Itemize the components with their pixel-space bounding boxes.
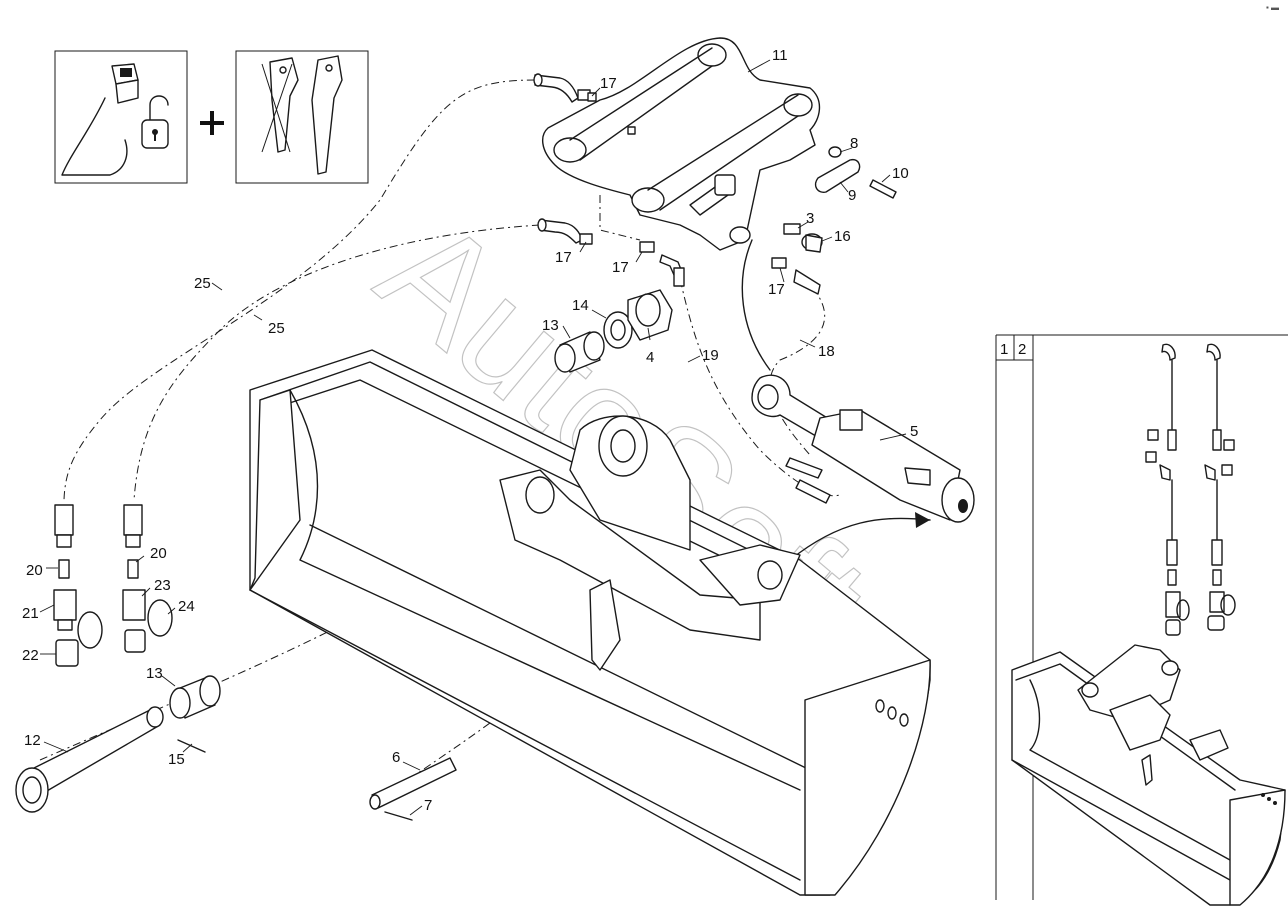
quick-coupler <box>542 37 821 251</box>
label-14: 14 <box>572 297 589 314</box>
hose-assembly-1 <box>1145 343 1190 636</box>
label-21: 21 <box>22 605 39 622</box>
label-3: 3 <box>806 210 814 227</box>
bucket-icon <box>61 97 128 176</box>
pin-12 <box>15 706 164 813</box>
label-12: 12 <box>24 732 41 749</box>
label-17: 17 <box>555 249 572 266</box>
label-8: 8 <box>850 135 858 152</box>
bushing-nut-group <box>554 289 673 373</box>
label-7: 7 <box>424 797 432 814</box>
leader-lines <box>39 59 907 816</box>
label-6: 6 <box>392 749 400 766</box>
pin-6 <box>369 757 457 810</box>
boom-arm-icon <box>261 55 343 175</box>
label-13: 13 <box>542 317 559 334</box>
panel-tab-2[interactable]: 2 <box>1018 341 1026 358</box>
label-25: 25 <box>268 320 285 337</box>
hose-18 <box>741 239 771 371</box>
label-16: 16 <box>834 228 851 245</box>
direction-arrow <box>789 517 931 561</box>
panel-tab-1[interactable]: 1 <box>1000 341 1008 358</box>
label-19: 19 <box>702 347 719 364</box>
hose-assembly-2 <box>1204 343 1236 631</box>
label-18: 18 <box>818 343 835 360</box>
svg-text:▪ ▬: ▪ ▬ <box>1266 3 1279 12</box>
label-22: 22 <box>22 647 39 664</box>
tilt-bucket <box>249 349 931 896</box>
variant-panel: 1 2 <box>995 334 1288 906</box>
label-13: 13 <box>146 665 163 682</box>
cotter-pin-15 <box>177 739 206 753</box>
label-9: 9 <box>848 187 856 204</box>
plus-icon <box>200 111 224 135</box>
label-15: 15 <box>168 751 185 768</box>
bucket-overview <box>1011 644 1286 906</box>
coupling-set-right <box>122 504 173 653</box>
label-17: 17 <box>600 75 617 92</box>
hydraulic-fittings <box>533 73 897 295</box>
switch-icon <box>111 63 139 104</box>
label-5: 5 <box>910 423 918 440</box>
label-17: 17 <box>612 259 629 276</box>
cotter-pin-7 <box>384 811 413 821</box>
label-24: 24 <box>178 598 195 615</box>
part-labels: 11 17 8 10 9 3 16 17 17 17 25 25 14 13 4… <box>22 47 918 814</box>
label-23: 23 <box>154 577 171 594</box>
label-10: 10 <box>892 165 909 182</box>
coupling-set-left <box>53 504 103 667</box>
label-20: 20 <box>26 562 43 579</box>
label-4: 4 <box>646 349 654 366</box>
label-17: 17 <box>768 281 785 298</box>
arrowhead <box>915 512 930 528</box>
requirement-box-boom <box>235 50 369 184</box>
requirement-box-switch <box>54 50 188 184</box>
open-padlock-icon <box>141 95 169 149</box>
bushing-13-lower <box>169 675 221 719</box>
label-25: 25 <box>194 275 211 292</box>
label-11: 11 <box>772 47 788 64</box>
hydraulic-cylinder <box>751 374 975 523</box>
label-20: 20 <box>150 545 167 562</box>
